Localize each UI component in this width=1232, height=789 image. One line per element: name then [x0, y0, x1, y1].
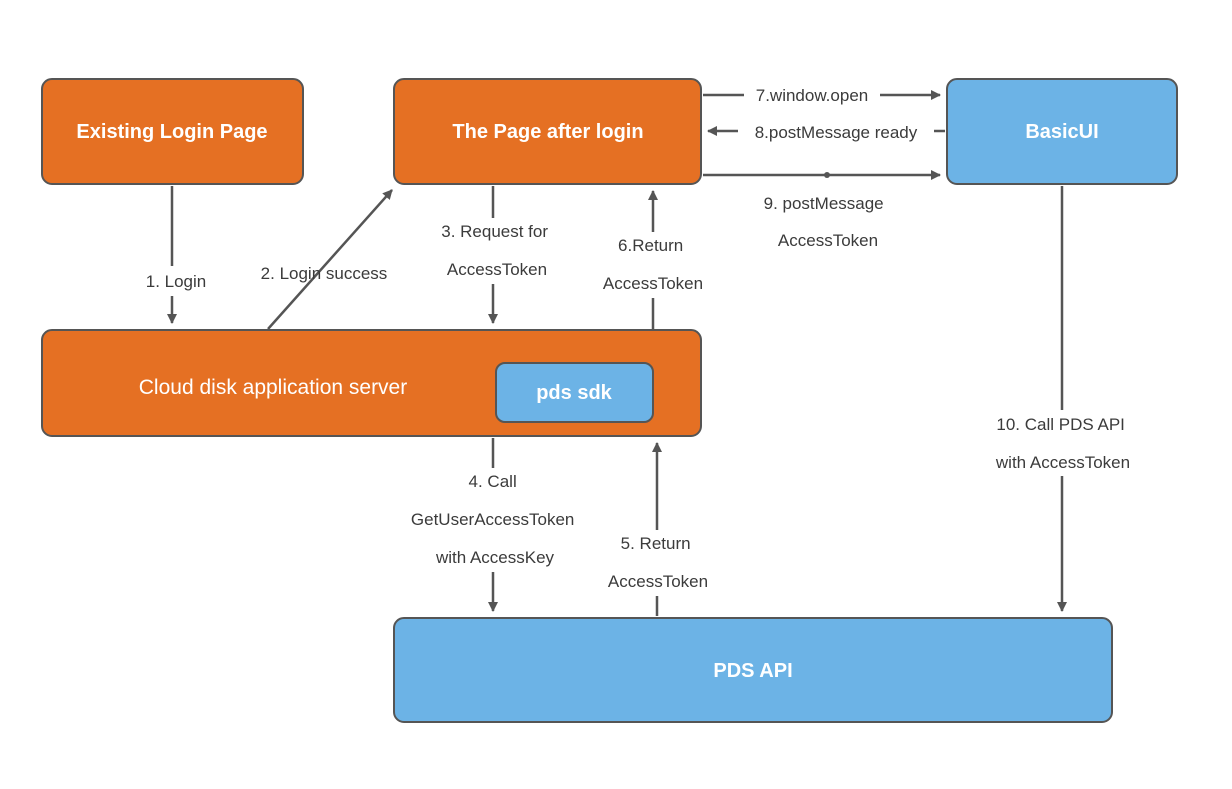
page-after-login-label: The Page after login [452, 121, 643, 143]
pds-api-box [393, 617, 1113, 723]
edge-label-5-line-2: AccessToken [608, 572, 708, 591]
page-after-login-box [393, 78, 702, 185]
cloud-disk-server-label: Cloud disk application server [139, 376, 407, 399]
edge-label-10-line-2: with AccessToken [995, 453, 1130, 472]
edge-label-2: 2. Login success [261, 264, 388, 283]
edge-label-5: 5. Return AccessToken [608, 534, 708, 591]
edge-label-4-line-1: 4. Call [469, 472, 517, 491]
edge-label-2-line-1: 2. Login success [261, 264, 388, 283]
pds-api-node: PDS API [393, 617, 1113, 723]
edge-label-6-line-2: AccessToken [603, 274, 703, 293]
edge-label-9-line-2: AccessToken [778, 231, 878, 250]
basic-ui-label: BasicUI [1025, 121, 1098, 143]
pds-sdk-box [495, 362, 654, 423]
edge-label-4-line-2: GetUserAccessToken [411, 510, 574, 529]
existing-login-page-box [41, 78, 304, 185]
edge-label-8-line-1: 8.postMessage ready [755, 123, 918, 142]
pds-api-label: PDS API [713, 660, 792, 682]
pds-sdk-label: pds sdk [536, 382, 612, 404]
basic-ui-box [946, 78, 1178, 185]
existing-login-page-node: Existing Login Page [41, 78, 304, 185]
arrow-9-midpoint-dot [824, 172, 830, 178]
edge-label-8: 8.postMessage ready [755, 123, 918, 142]
edge-label-1: 1. Login [146, 272, 207, 291]
edge-label-4: 4. Call GetUserAccessToken with AccessKe… [411, 472, 579, 567]
edge-label-6: 6.Return AccessToken [603, 236, 703, 293]
basic-ui-node: BasicUI [946, 78, 1178, 185]
edge-label-10-line-1: 10. Call PDS API [996, 415, 1125, 434]
edge-label-9-line-1: 9. postMessage [764, 194, 884, 213]
edge-label-1-line-1: 1. Login [146, 272, 207, 291]
edge-label-9: 9. postMessage AccessToken [764, 194, 889, 250]
edge-label-3: 3. Request for AccessToken [441, 222, 553, 279]
edge-label-3-line-1: 3. Request for [441, 222, 548, 241]
arrow-2-login-success [267, 189, 393, 330]
edge-label-3-line-2: AccessToken [447, 260, 547, 279]
edge-label-4-line-3: with AccessKey [435, 548, 555, 567]
edge-label-7: 7.window.open [756, 86, 868, 105]
edge-label-5-line-1: 5. Return [621, 534, 691, 553]
edge-label-7-line-1: 7.window.open [756, 86, 868, 105]
existing-login-page-label: Existing Login Page [76, 121, 267, 143]
edge-label-6-line-1: 6.Return [618, 236, 683, 255]
page-after-login-node: The Page after login [393, 78, 702, 185]
pds-sdk-node: pds sdk [495, 362, 654, 423]
edge-label-10: 10. Call PDS API with AccessToken [995, 415, 1130, 472]
